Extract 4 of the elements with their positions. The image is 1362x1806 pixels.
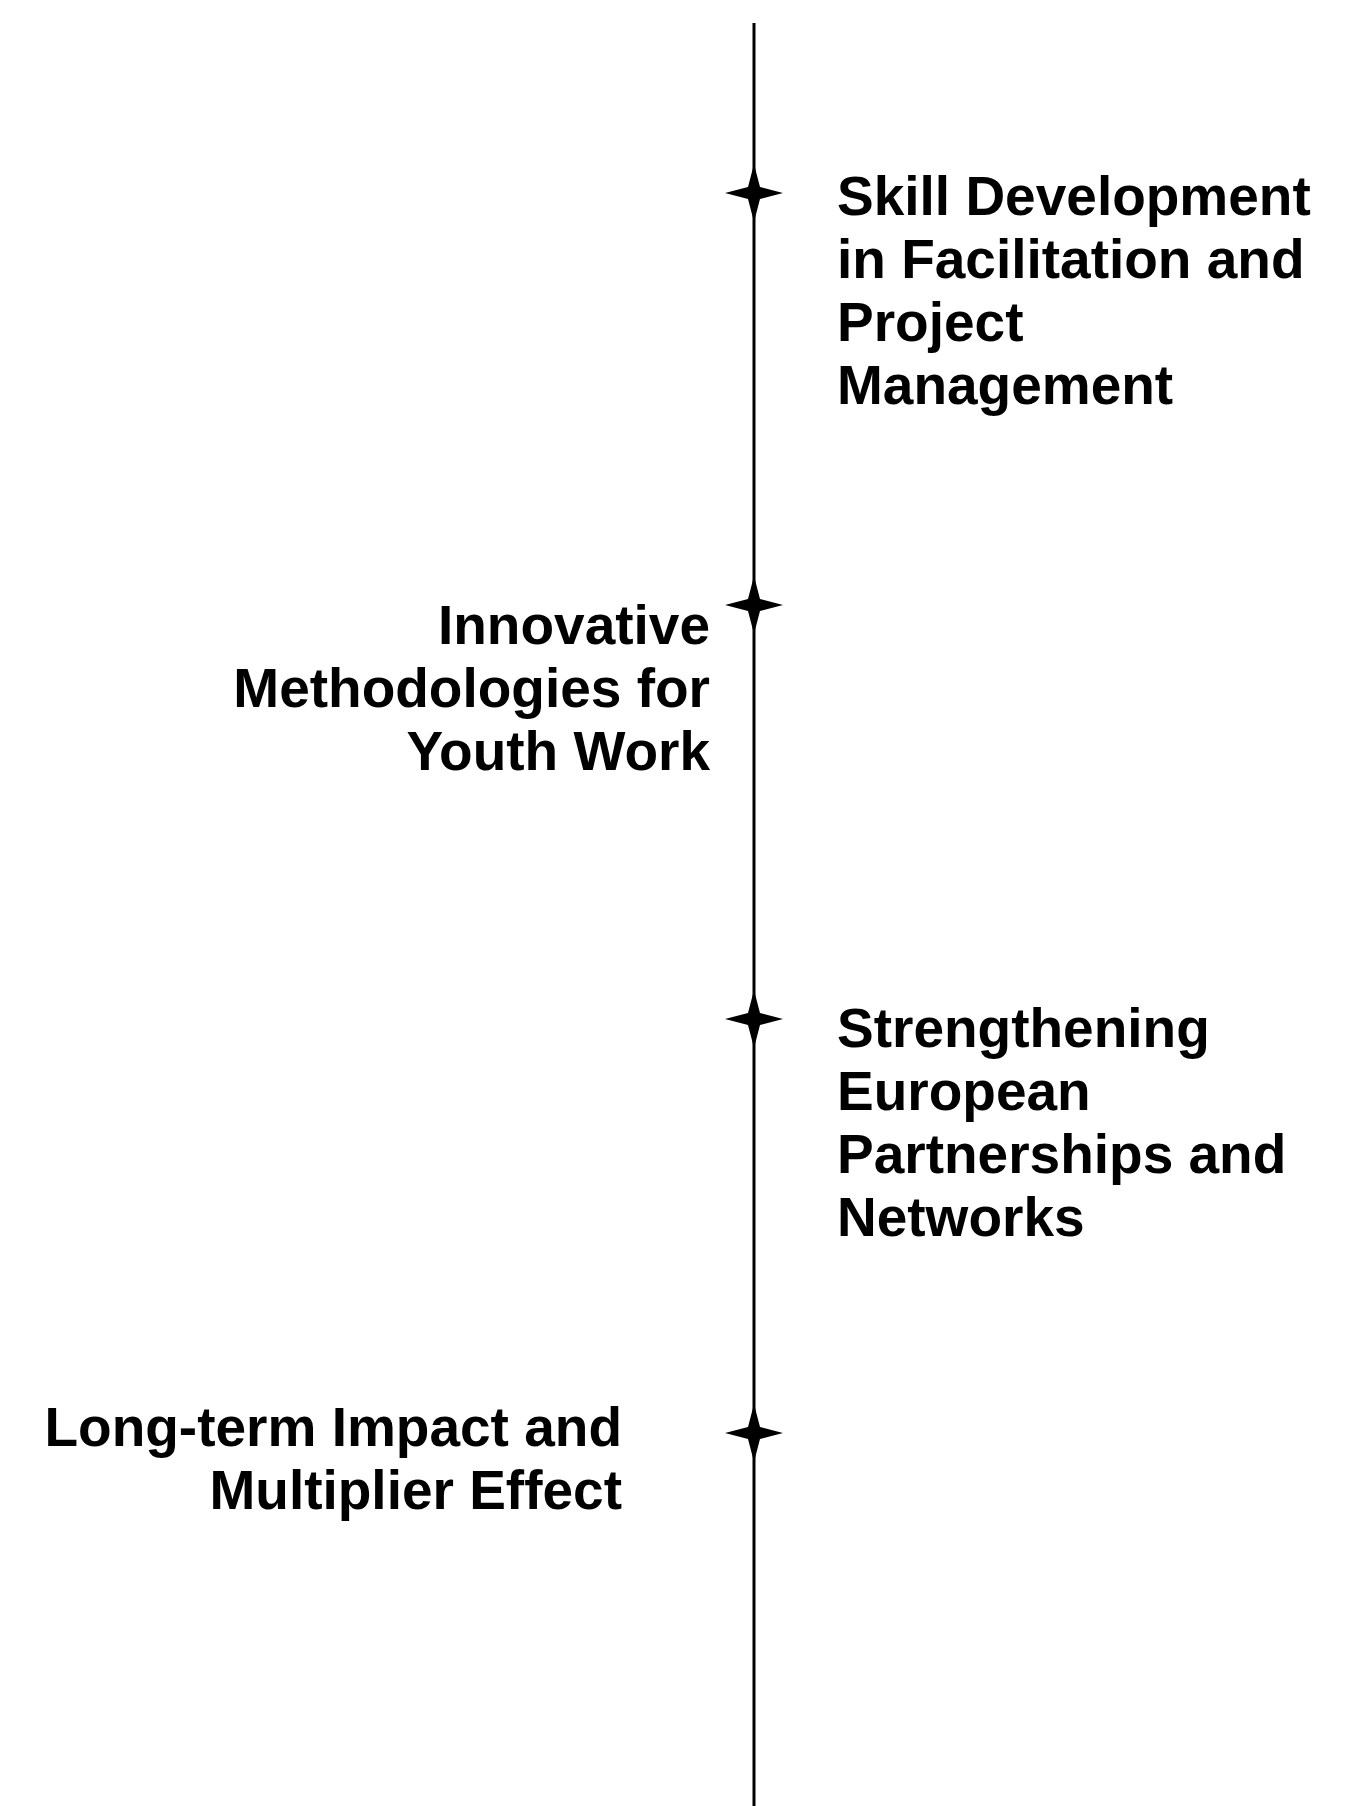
milestone-label: Long-term Impact and Multiplier Effect bbox=[43, 1396, 622, 1522]
milestone-label: Skill Development in Facilitation and Project Management bbox=[837, 165, 1312, 417]
milestone-label: Innovative Methodologies for Youth Work bbox=[232, 594, 710, 783]
milestone-label: Strengthening European Partnerships and Networks bbox=[837, 997, 1288, 1249]
